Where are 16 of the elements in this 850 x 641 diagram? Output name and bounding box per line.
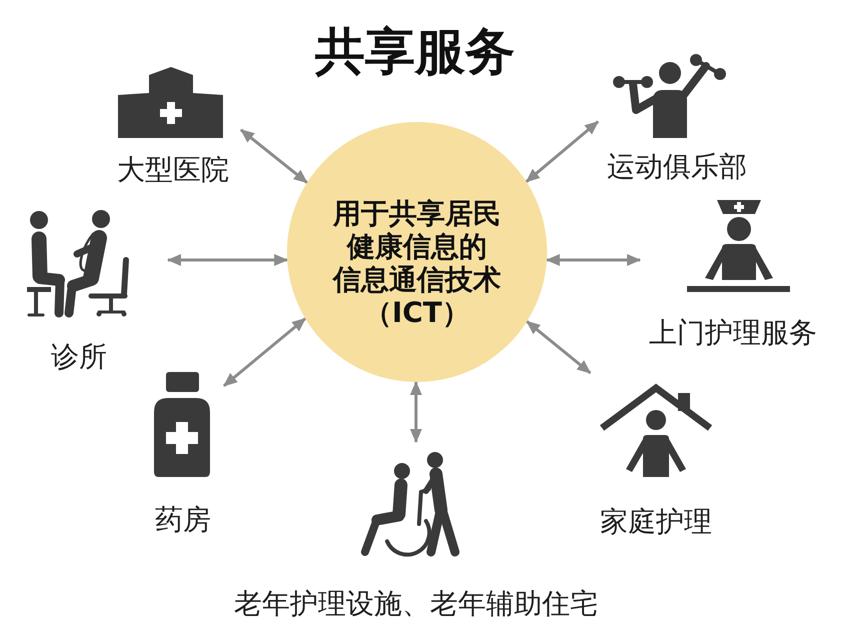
double-arrow	[526, 320, 592, 374]
node-label: 运动俱乐部	[607, 151, 747, 183]
double-arrow	[240, 128, 308, 184]
node-label: 上门护理服务	[649, 317, 817, 349]
node-label: 家庭护理	[600, 506, 712, 538]
node-label: 老年护理设施、老年辅助住宅	[234, 588, 598, 620]
double-arrow	[167, 254, 288, 266]
node-label: 药房	[155, 504, 211, 536]
double-arrow	[223, 317, 306, 387]
double-arrow	[525, 120, 599, 183]
title: 共享服务	[315, 24, 515, 80]
double-arrow	[410, 381, 422, 443]
node-label: 大型医院	[117, 154, 229, 186]
double-arrow	[546, 254, 641, 266]
node-label: 诊所	[51, 341, 107, 373]
circle-text: 用于共享居民健康信息的信息通信技术（ICT）	[333, 197, 501, 329]
